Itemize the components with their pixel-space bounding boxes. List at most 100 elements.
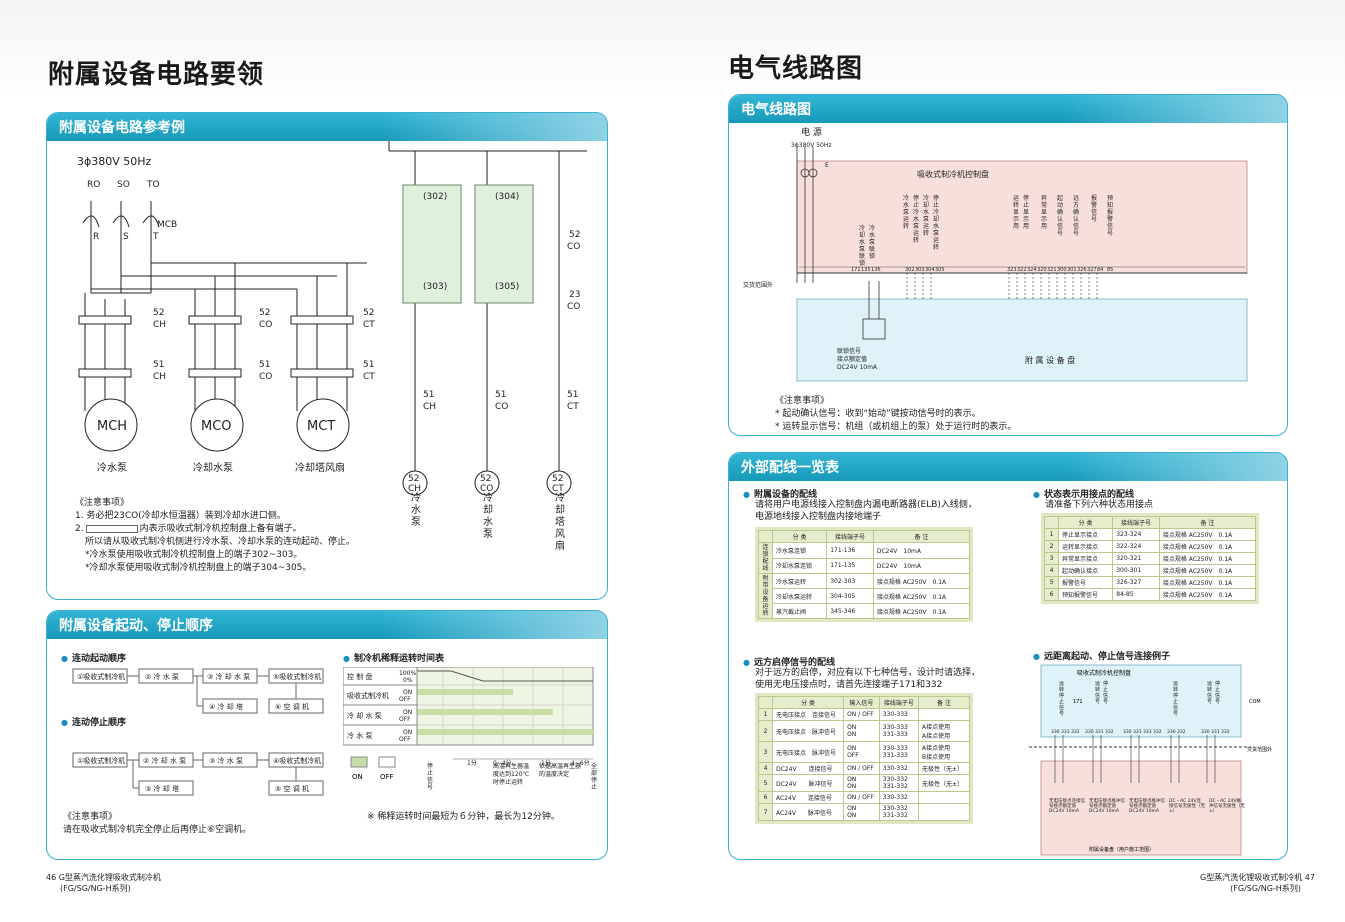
- signal-cooling-pump-run: 冷却水泵运转: [923, 195, 930, 237]
- terminal-304: (304): [495, 192, 519, 202]
- aux-wiring-title: 附属设备的配线: [743, 487, 817, 500]
- dilution-note: ※ 稀释运转时间最短为６分钟，最长为12分钟。: [367, 812, 560, 822]
- stop-signal-label: 停止信号: [427, 763, 434, 791]
- stop-step-1: ①吸收式制冷机: [77, 756, 125, 765]
- contact-52ct: 52: [363, 308, 374, 318]
- svg-text:171: 171: [851, 267, 861, 273]
- timing-4-6min: 4~6分: [571, 759, 590, 767]
- terminal-303: (303): [423, 282, 447, 292]
- svg-text:OFF: OFF: [399, 716, 411, 723]
- svg-text:331: 331: [1095, 729, 1104, 735]
- svg-text:84: 84: [1097, 267, 1103, 273]
- remote-wiring-title: 远方启停信号的配线: [743, 655, 835, 668]
- svg-text:CO: CO: [480, 484, 493, 494]
- remote-ex-footer: 附属设备盘（用户施工范围）: [1089, 846, 1154, 853]
- row-chilled-pump: 冷 水 泵: [347, 731, 372, 740]
- signal-run-display: 运转显示用: [1013, 195, 1020, 230]
- legend-on: ON: [352, 773, 363, 781]
- stop-step-4: ④吸收式制冷机: [273, 756, 321, 765]
- wiring-diagram: 电 源 3ϕ380V 50Hz E 吸收式制冷机控制盘 交货范围外 附 属 设 …: [743, 126, 1248, 382]
- sequence-notes: 《注意事项》 请在吸收式制冷机完全停止后再停止⑥空调机。: [63, 812, 252, 835]
- svg-text:301: 301: [1067, 267, 1077, 273]
- legend-off-swatch: [378, 756, 396, 768]
- svg-text:305: 305: [935, 267, 945, 273]
- wiring-diagram-panel: 电气线路图 电 源 3ϕ380V 50Hz E 吸收式制冷机控制盘 交货范围外 …: [728, 94, 1288, 436]
- start-step-4: ④ 冷 却 塔: [209, 702, 243, 711]
- remote-ex-bottom-2: 无电压接点脉冲信号接点额定值DC24V 10mA: [1089, 799, 1125, 814]
- svg-text:321: 321: [1047, 267, 1057, 273]
- svg-text:322: 322: [1017, 267, 1027, 273]
- svg-text:320: 320: [1037, 267, 1047, 273]
- svg-text:0%: 0%: [403, 677, 413, 684]
- page-background: [0, 0, 1345, 100]
- svg-text:333: 333: [1143, 729, 1152, 735]
- remote-ex-panel-title: 吸收式制冷机控制盘: [1077, 669, 1131, 677]
- svg-text:330: 330: [1201, 729, 1210, 735]
- timing-1min-b: 1分: [541, 759, 551, 767]
- legend-off: OFF: [380, 773, 394, 781]
- remote-ex-col-1: 运转停止信号: [1059, 681, 1065, 717]
- motor-name-tower-fan: 冷却塔风扇: [295, 461, 345, 474]
- phase-so: SO: [117, 180, 130, 190]
- signal-cooling-interlock: 冷却水泵联锁: [859, 225, 866, 267]
- external-wiring-panel: 外部配线一览表 附属设备的配线 请将用户电源线接入控制盘内漏电断路器(ELB)入…: [728, 452, 1288, 860]
- left-footer: 46 G型蒸汽洗化锂吸收式制冷机 (FG/SG/NG-H系列): [46, 873, 161, 893]
- svg-text:332: 332: [1153, 729, 1162, 735]
- coil-52ct: 52: [552, 474, 563, 484]
- remote-ex-terminals: 330 333 332 330 331 332 330 331 333 332 …: [1051, 729, 1230, 735]
- remote-ex-bottom-4: DC・AC 24V连接信号无极性（无±）: [1169, 799, 1205, 814]
- timing-4-6-desc: 依据高温再生器的温度决定: [539, 763, 582, 778]
- coil-label-tower-fan: 冷却塔风扇: [555, 493, 565, 552]
- svg-text:136: 136: [871, 267, 881, 273]
- coil-52ch: 52: [408, 474, 419, 484]
- svg-text:CT: CT: [363, 320, 375, 330]
- remote-ex-bottom-5: DC・AC 24V脉冲信号无极性（无±）: [1209, 799, 1245, 814]
- coil-label-chilled-pump: 冷水泵: [411, 493, 421, 528]
- chiller-control-panel-title: 吸收式制冷机控制盘: [917, 169, 989, 179]
- svg-text:300: 300: [1057, 267, 1067, 273]
- svg-text:接点额定值: 接点额定值: [837, 355, 867, 363]
- ol-51co: 51: [495, 390, 506, 400]
- svg-text:326: 326: [1077, 267, 1087, 273]
- svg-text:332: 332: [1177, 729, 1186, 735]
- svg-text:331: 331: [1133, 729, 1142, 735]
- svg-text:CO: CO: [259, 372, 272, 382]
- coil-52co: 52: [480, 474, 491, 484]
- motor-name-cooling-pump: 冷却水泵: [193, 461, 233, 474]
- svg-text:303: 303: [915, 267, 925, 273]
- wiring-diagram-header: 电气线路图: [729, 95, 1287, 123]
- start-step-5: ⑤吸收式制冷机: [273, 672, 321, 681]
- thermostat-23co: 23: [569, 290, 580, 300]
- remote-ex-col-4: 运转停止信号: [1173, 681, 1179, 717]
- svg-text:85: 85: [1107, 267, 1113, 273]
- signal-chilled-pump-run: 冷水泵运转: [903, 195, 910, 230]
- phase-to: TO: [146, 180, 160, 190]
- right-footer: G型蒸汽洗化锂吸收式制冷机 47 (FG/SG/NG-H系列): [1200, 873, 1315, 893]
- svg-text:327: 327: [1087, 267, 1097, 273]
- right-page-title: 电气线路图: [728, 54, 864, 84]
- contact-52ch: 52: [153, 308, 164, 318]
- all-stop-label: 全部停止: [591, 763, 598, 791]
- remote-example-diagram: COM 吸收式制冷机控制盘 交货范围外 171 附属设备盘（用户施工范围） 33…: [1029, 664, 1272, 856]
- contact-52co-ctrl: 52: [569, 230, 580, 240]
- signal-cooling-pump-stop: 停止冷却水泵运转: [933, 195, 940, 251]
- svg-text:ON: ON: [403, 729, 412, 736]
- stop-step-tower: ③ 冷 却 塔: [145, 784, 179, 793]
- wiring-notes: 《注意事项》 * 起动确认信号：收到“始动”键按动信号时的表示。 * 运转显示信…: [775, 396, 1017, 432]
- remote-wiring-desc: 对于远方的启停，对应有以下七种信号，设计时请选择， 使用无电压接点时，请首先连接…: [755, 668, 981, 690]
- terminal-305: (305): [495, 282, 519, 292]
- svg-text:CO: CO: [495, 402, 508, 412]
- overload-51ch: 51: [153, 360, 164, 370]
- remote-ex-col-2: 运转信号: [1095, 681, 1101, 705]
